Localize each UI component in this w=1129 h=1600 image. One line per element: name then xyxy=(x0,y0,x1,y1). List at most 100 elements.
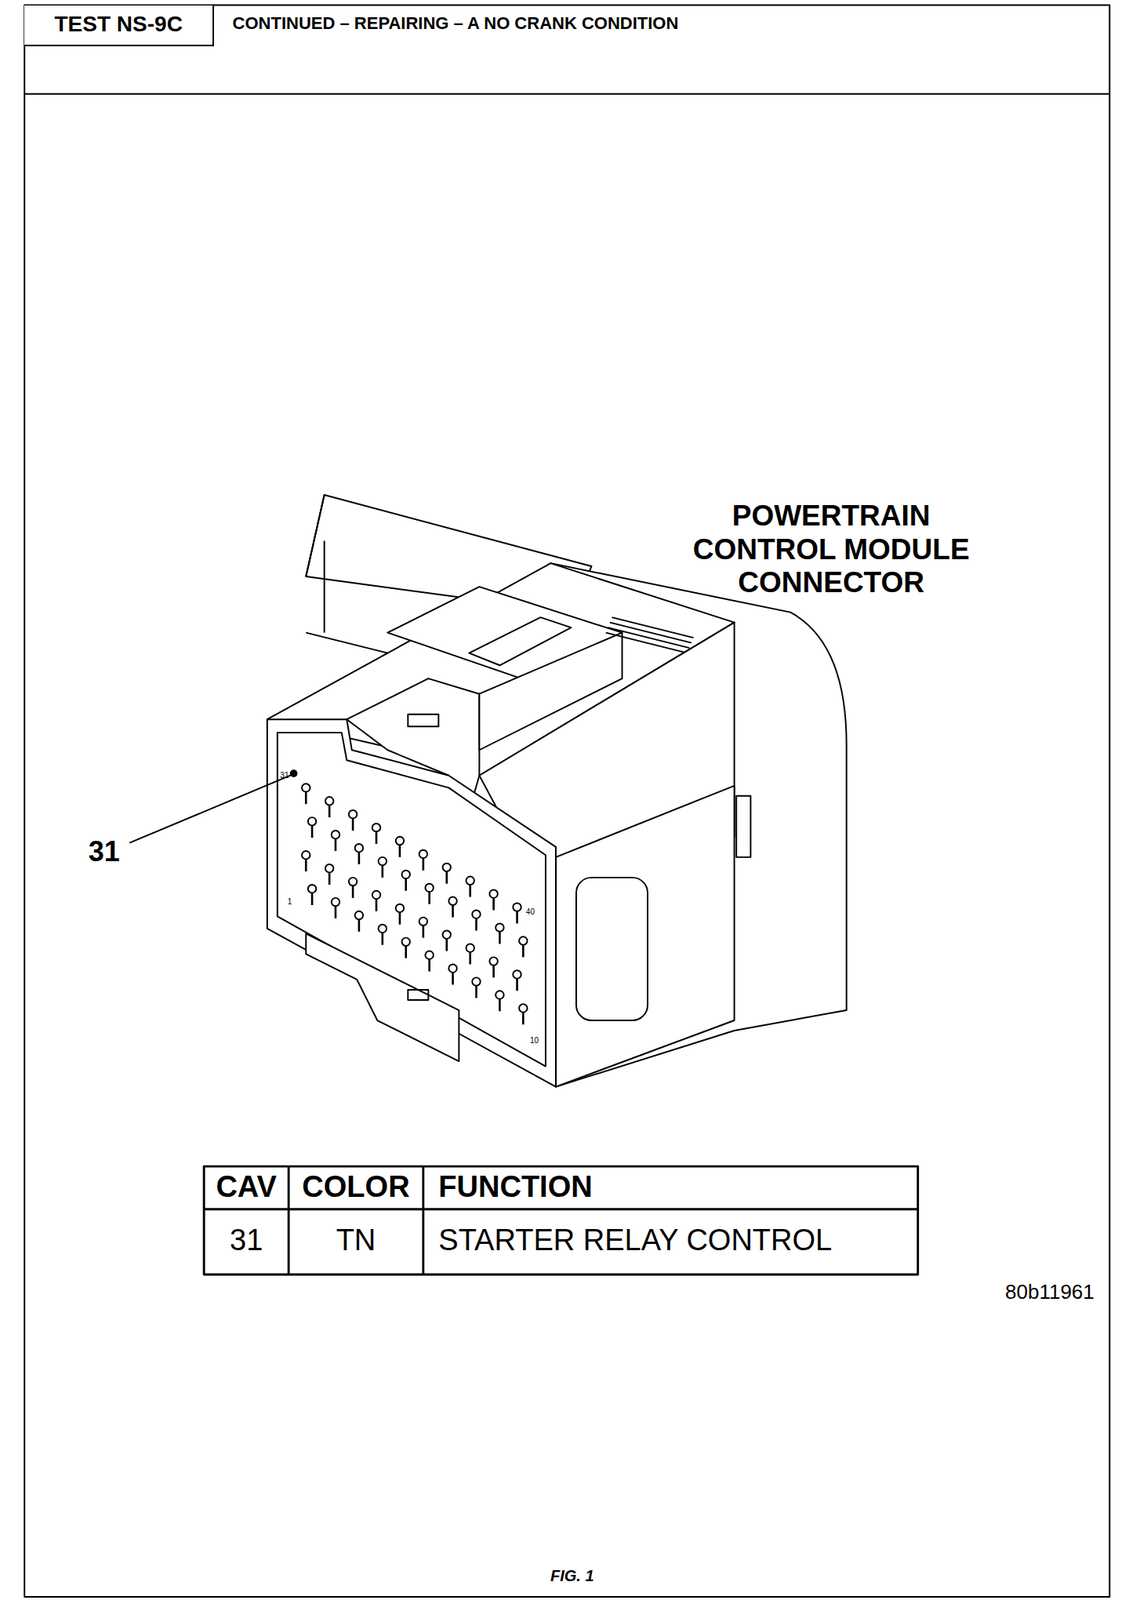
pin-head xyxy=(395,903,404,912)
connector-bottom-key xyxy=(407,989,429,1000)
test-id: TEST NS-9C xyxy=(54,11,183,37)
pin-head xyxy=(308,816,316,825)
pin-stem xyxy=(515,978,519,992)
pin-head xyxy=(331,897,340,906)
pin-stem xyxy=(404,878,407,891)
pin-head xyxy=(355,911,364,919)
pin-stem xyxy=(522,1012,525,1025)
callout-number: 31 xyxy=(88,834,120,868)
pin-stem xyxy=(428,891,431,904)
pin-head xyxy=(419,849,428,858)
pin-head xyxy=(378,856,387,865)
pin-head xyxy=(471,976,480,985)
page-title: CONTINUED – REPAIRING – A NO CRANK CONDI… xyxy=(232,13,679,33)
pin-stem xyxy=(352,885,355,898)
pin-number: 10 xyxy=(530,1035,539,1046)
pin-stem xyxy=(468,884,472,897)
pin-head xyxy=(395,836,404,845)
pin-head xyxy=(419,917,428,926)
table-cell: 31 xyxy=(229,1223,263,1258)
table-header: CAV xyxy=(215,1169,276,1205)
connector-bottom-lock xyxy=(305,932,459,1061)
pin-stem xyxy=(304,791,308,805)
pin-stem xyxy=(492,897,495,911)
pin-head xyxy=(424,951,433,959)
pin-stem xyxy=(492,965,495,978)
leader-dot xyxy=(290,769,298,777)
pin-head xyxy=(519,936,527,944)
pin-stem xyxy=(422,925,425,938)
pin-stem xyxy=(515,911,519,924)
pin-stem xyxy=(334,905,338,919)
pin-stem xyxy=(311,892,314,905)
pin-stem xyxy=(381,932,385,945)
pin-head xyxy=(355,843,364,852)
test-id-box: TEST NS-9C xyxy=(24,5,215,47)
pin-head xyxy=(301,850,310,859)
pin-stem xyxy=(522,944,525,958)
pin-head xyxy=(471,910,480,919)
pin-head xyxy=(512,969,521,978)
pin-head xyxy=(402,870,411,879)
pin-stem xyxy=(475,985,478,999)
connector-ribs xyxy=(606,617,694,654)
pin-stem xyxy=(375,831,378,844)
pin-stem xyxy=(328,805,331,818)
pin-stem xyxy=(399,844,402,857)
pin-stem xyxy=(311,825,314,839)
pin-stem xyxy=(399,911,402,925)
pin-head xyxy=(424,883,433,892)
pin-stem xyxy=(404,945,407,959)
header-rule xyxy=(24,93,1110,95)
pin-stem xyxy=(304,858,308,872)
pin-stem xyxy=(498,931,501,944)
figure-code: 80b11961 xyxy=(1005,1280,1095,1304)
pin-head xyxy=(331,830,340,839)
leader-line xyxy=(129,773,293,843)
pin-number: 40 xyxy=(526,907,535,917)
pin-head xyxy=(495,922,504,931)
pin-head xyxy=(348,809,357,818)
table-cell: TN xyxy=(336,1223,377,1258)
pin-stem xyxy=(445,938,448,952)
pin-head xyxy=(448,896,457,905)
pin-stem xyxy=(381,864,385,878)
pin-stem xyxy=(498,998,501,1012)
connector-slot xyxy=(576,877,648,1021)
pin-stem xyxy=(475,918,478,931)
connector-front-face xyxy=(267,718,556,1086)
figure-caption: FIG. 1 xyxy=(550,1566,595,1585)
pin-stem xyxy=(358,918,361,932)
pin-head xyxy=(519,1003,527,1012)
pin-stem xyxy=(451,904,454,918)
connector-face-inner xyxy=(277,732,546,1066)
table-header: COLOR xyxy=(301,1169,410,1205)
pin-stem xyxy=(428,958,431,972)
pin-stem xyxy=(451,972,454,985)
pin-stem xyxy=(468,951,472,965)
pin-stem xyxy=(334,838,338,851)
pin-head xyxy=(301,783,310,792)
pin-head xyxy=(489,956,498,965)
pin-head xyxy=(442,863,451,872)
page-frame xyxy=(24,5,1110,1598)
pin-head xyxy=(465,943,474,952)
pin-head xyxy=(308,884,316,893)
pin-stem xyxy=(358,851,361,864)
pin-head xyxy=(372,823,381,832)
pin-number: 1 xyxy=(287,896,293,907)
table-header: FUNCTION xyxy=(438,1169,592,1205)
pin-head xyxy=(325,863,334,872)
pin-stem xyxy=(445,871,448,884)
pin-head xyxy=(348,877,357,886)
pin-head xyxy=(489,889,498,897)
pin-head xyxy=(448,963,457,972)
pin-head xyxy=(512,902,521,911)
component-title: POWERTRAIN CONTROL MODULE CONNECTOR xyxy=(674,499,988,600)
pin-number: 31 xyxy=(279,770,289,781)
connector-tab xyxy=(736,795,751,857)
table-cell: STARTER RELAY CONTROL xyxy=(438,1223,832,1258)
pin-stem xyxy=(375,898,378,912)
pin-head xyxy=(372,890,381,899)
